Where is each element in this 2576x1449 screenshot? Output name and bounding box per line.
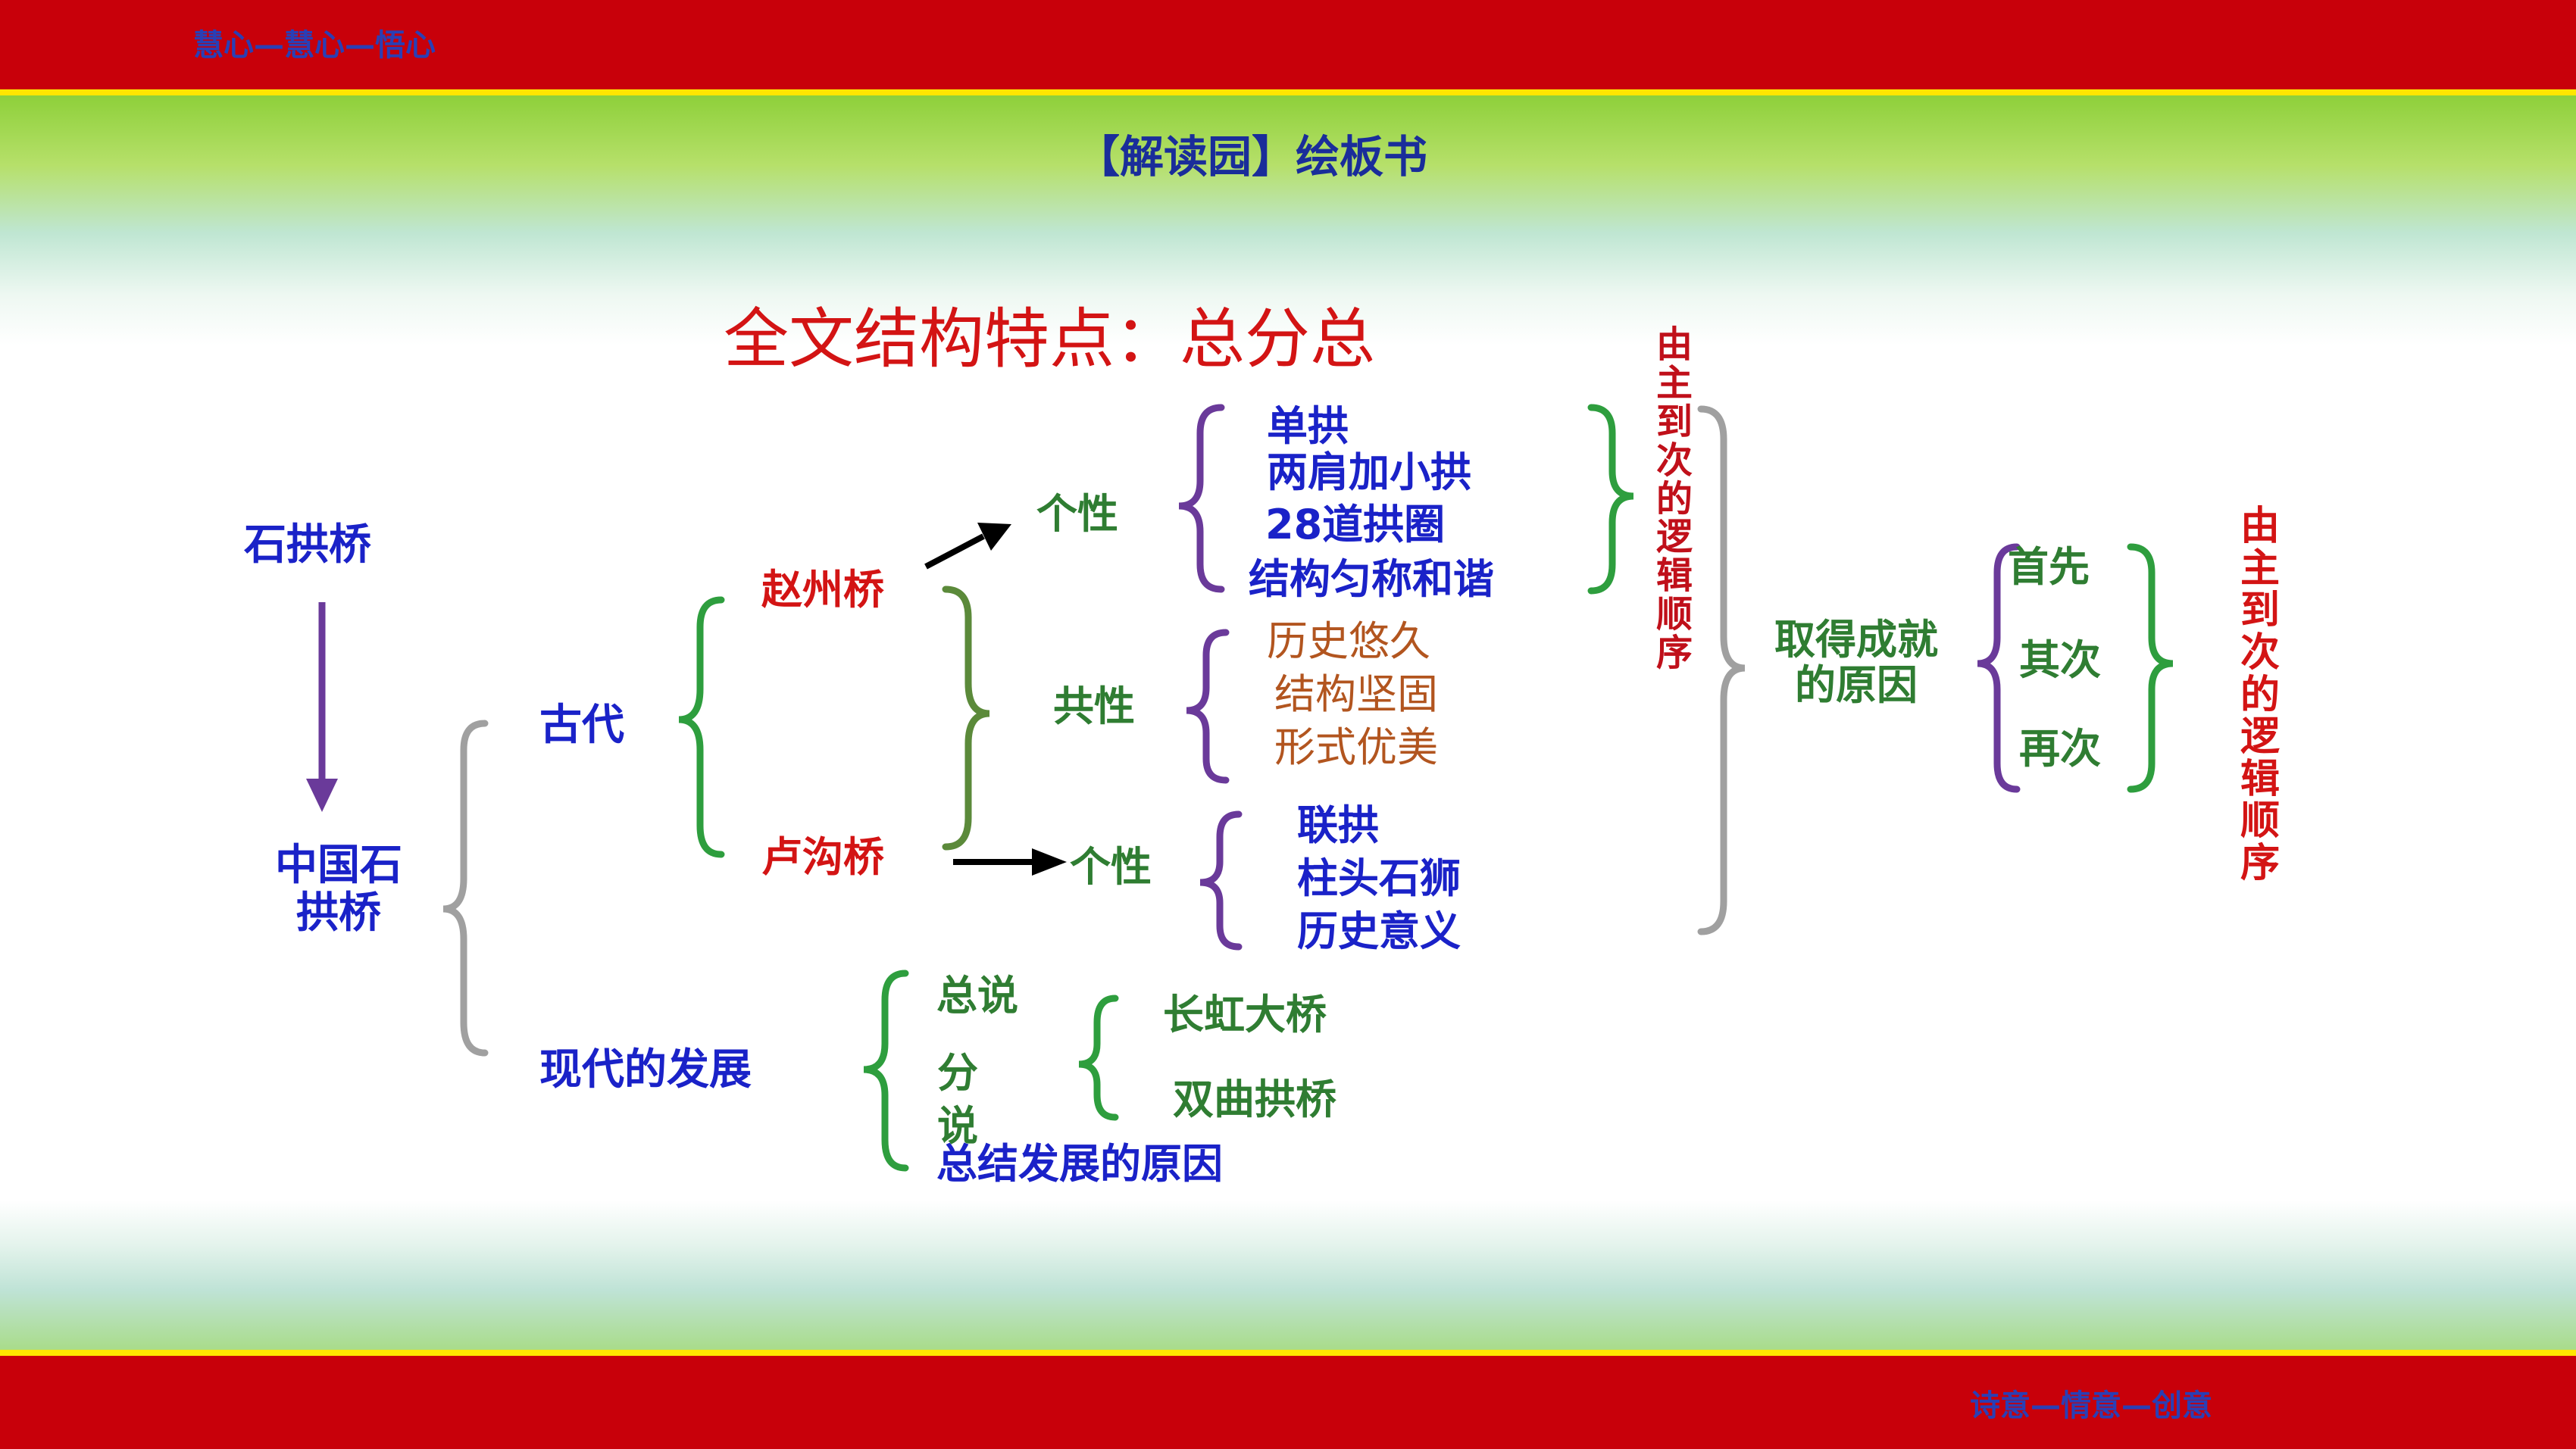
bottom-banner [0,1350,2576,1449]
branch-ancient: 古代 [539,701,624,750]
top-gradient [0,95,2576,345]
feature-single-arch: 单拱 [1267,402,1349,450]
feature-harmony: 结构匀称和谐 [1249,555,1494,603]
trait-common: 共性 [1053,682,1135,730]
feature-beautiful: 形式优美 [1274,723,1438,771]
diagram-heading: 全文结构特点：总分总 [724,301,1375,377]
reason-first: 首先 [2008,543,2090,591]
root-arrow [306,602,338,812]
brace-common-features [1186,629,1230,784]
trait-zhaozhou-individual: 个性 [1036,490,1118,538]
motto-left: 慧心—慧心—悟心 [193,28,436,63]
reason-third: 再次 [2019,725,2101,773]
arrow-lugou-trait [953,848,1067,876]
root-shigongqiao: 石拱桥 [244,520,371,570]
modern-detail: 分说 [937,1049,978,1151]
brace-reason-close [2127,543,2174,793]
brace-zhaozhou-close [1587,404,1634,595]
arrow-zhaozhou-trait [924,523,1011,570]
brace-modern-examples [1078,995,1119,1121]
feature-stone-lions: 柱头石狮 [1297,854,1461,902]
modern-example-shuangqu: 双曲拱桥 [1173,1076,1336,1123]
reason-label: 取得成就的原因 [1774,616,1938,710]
modern-summary: 总结发展的原因 [936,1140,1223,1188]
bridge-zhaozhou: 赵州桥 [761,566,884,614]
modern-intro: 总说 [936,972,1018,1020]
branch-modern: 现代的发展 [539,1045,752,1095]
modern-example-changhong: 长虹大桥 [1163,991,1327,1038]
feature-joint-arches: 联拱 [1297,801,1379,849]
feature-shoulder-arches: 两肩加小拱 [1267,448,1471,496]
brace-main [442,720,489,1057]
root-zhongguo-shigongqiao: 中国石拱桥 [275,841,402,938]
motto-right: 诗意—情意—创意 [1970,1388,2212,1423]
top-banner [0,0,2576,95]
brace-reason-order [1977,543,2021,793]
feature-significance: 历史意义 [1297,907,1461,955]
trait-lugou-individual: 个性 [1070,843,1152,891]
logic-order-features: 由主到次的逻辑顺序 [1655,323,1693,674]
reason-second: 其次 [2019,636,2101,684]
feature-long-history: 历史悠久 [1267,617,1430,665]
brace-lugou-features [1199,810,1243,951]
brace-reason [1697,405,1746,935]
logic-order-reasons: 由主到次的逻辑顺序 [2240,504,2280,886]
feature-sturdy: 结构坚固 [1274,670,1438,718]
bridge-lugou: 卢沟桥 [761,833,884,881]
brace-zhaozhou-features [1178,404,1225,593]
brace-bridges [942,586,990,851]
feature-arch-rings: 28道拱圈 [1265,501,1446,548]
bottom-gradient [0,1201,2576,1350]
brace-modern [863,970,909,1172]
slide-title: 【解读园】绘板书 [1076,131,1428,183]
brace-ancient [678,596,725,858]
